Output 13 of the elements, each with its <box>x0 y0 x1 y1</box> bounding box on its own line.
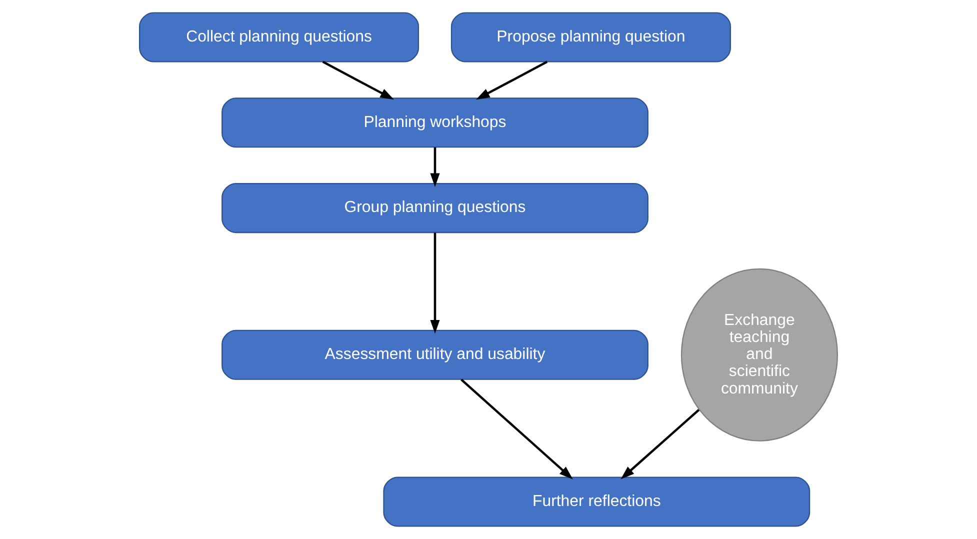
node-box: Further reflections <box>383 476 810 527</box>
node-box: Group planning questions <box>222 182 648 234</box>
node-circle: Exchange teaching and scientific community <box>680 268 838 442</box>
node-box: Assessment utility and usability <box>222 330 648 380</box>
arrow <box>430 232 440 334</box>
arrow <box>460 378 573 480</box>
arrow <box>476 60 548 100</box>
arrow <box>322 60 394 100</box>
arrow <box>430 147 440 187</box>
node-box: Propose planning question <box>450 12 731 62</box>
node-box: Collect planning questions <box>138 12 420 62</box>
node-box: Planning workshops <box>222 98 648 148</box>
arrow <box>620 409 700 480</box>
